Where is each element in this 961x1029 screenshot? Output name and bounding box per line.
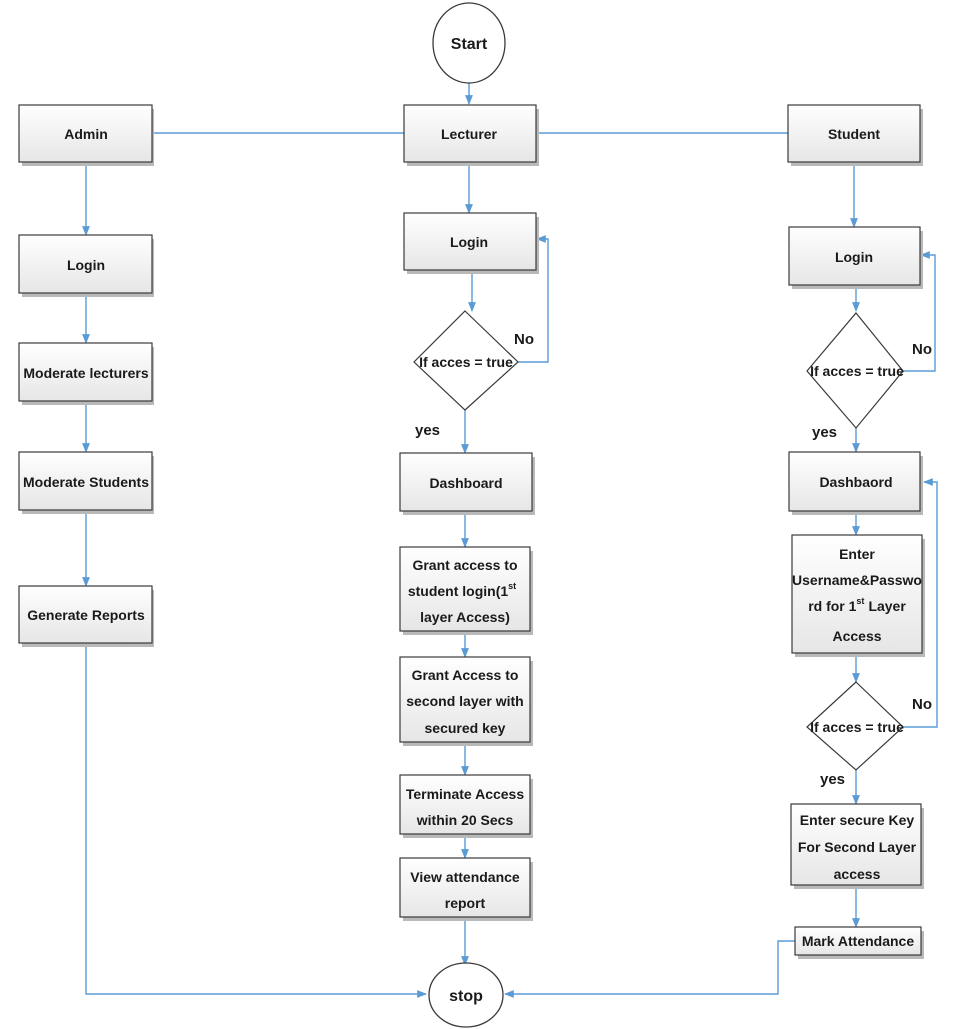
student-dashboard-label: Dashbaord [819,474,892,490]
generate-reports-label: Generate Reports [27,607,145,623]
lecturer-login-box: Login [403,212,539,274]
stop-ellipse [428,962,504,1028]
student-no-1-label: No [912,341,932,358]
student-login-label: Login [835,249,873,265]
enter-key-line-2: For Second Layer [798,839,917,855]
admin-login-box: Login [18,234,154,297]
admin-box: Admin [18,104,154,166]
mark-attendance-box: Mark Attendance [794,926,924,959]
enter-credentials-line-1: Enter [839,546,875,562]
student-decision-2: If acces = true [806,681,904,771]
terminate-line-1: Terminate Access [406,786,524,802]
edge-student-decision2-no [903,478,938,728]
stop-terminal: stop [428,962,504,1028]
stop-label: stop [449,988,483,1005]
grant-access-2-line-1: Grant Access to [412,667,519,683]
lecturer-label: Lecturer [441,126,498,142]
enter-credentials-line-4: Access [832,628,881,644]
student-decision-1-diamond [806,312,904,429]
student-yes-2-label: yes [820,771,845,788]
start-ellipse [432,2,506,84]
moderate-students-box: Moderate Students [18,451,154,514]
student-label: Student [828,126,880,142]
enter-key-line-3: access [834,866,881,882]
lecturer-decision-diamond [413,310,519,411]
generate-reports-box: Generate Reports [18,585,154,647]
moderate-students-label: Moderate Students [23,474,149,490]
lecturer-yes-label: yes [415,422,440,439]
lecturer-no-label: No [514,331,534,348]
lecturer-decision: If acces = true [413,310,519,411]
student-decision-2-label: If acces = true [810,719,904,735]
grant-access-2-line-3: secured key [425,720,506,736]
terminate-access-box: Terminate Access within 20 Secs [399,774,533,838]
student-yes-1-label: yes [812,424,837,441]
student-decision-2-diamond [806,681,904,771]
grant-access-2-box: Grant Access to second layer with secure… [399,656,533,746]
view-report-line-2: report [445,895,486,911]
student-decision-1-label: If acces = true [810,363,904,379]
enter-key-box: Enter secure Key For Second Layer access [790,803,924,889]
enter-credentials-line-2: Username&Passwo [792,572,922,588]
student-login-box: Login [788,226,923,289]
admin-label: Admin [64,126,108,142]
lecturer-box: Lecturer [403,104,539,166]
enter-key-line-1: Enter secure Key [800,812,915,828]
moderate-lecturers-box: Moderate lecturers [18,342,154,405]
moderate-lecturers-label: Moderate lecturers [23,365,148,381]
edge-mark-stop [504,940,795,998]
admin-login-label: Login [67,257,105,273]
lecturer-dashboard-label: Dashboard [429,475,502,491]
lecturer-decision-label: If acces = true [419,354,513,370]
grant-access-1-line-3: layer Access) [420,609,510,625]
student-box: Student [787,104,923,166]
view-report-box: View attendance report [399,857,533,921]
grant-access-2-line-2: second layer with [406,693,523,709]
connectors [82,83,938,998]
student-no-2-label: No [912,696,932,713]
grant-access-1-line-1: Grant access to [412,557,517,573]
edge-reports-stop [85,643,427,998]
student-dashboard-box: Dashbaord [788,451,923,515]
start-label: Start [451,36,488,53]
lecturer-dashboard-box: Dashboard [399,452,535,515]
grant-access-1-line-2: student login(1st [408,581,516,599]
edge-student-decision1-no [903,251,936,372]
start-terminal: Start [432,2,506,84]
edge-lecturer-decision-no [518,235,549,363]
mark-attendance-label: Mark Attendance [802,933,915,949]
grant-access-1-box: Grant access to student login(1st layer … [399,546,533,635]
student-decision-1: If acces = true [806,312,904,429]
terminate-line-2: within 20 Secs [416,812,514,828]
view-report-line-1: View attendance [410,869,520,885]
lecturer-login-label: Login [450,234,488,250]
